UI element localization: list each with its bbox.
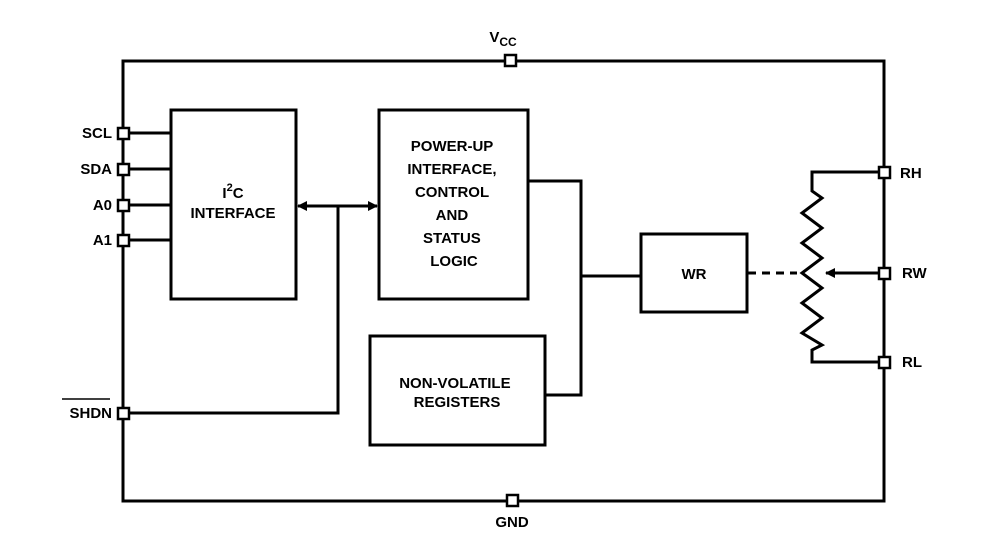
pin-a0	[116, 198, 131, 213]
pin-rh	[877, 165, 892, 180]
i2c-block-label-line2: INTERFACE	[190, 205, 275, 222]
pin-shdn	[116, 406, 131, 421]
pin-a1	[116, 233, 131, 248]
i2c-block-label-line1: I2C	[222, 182, 243, 202]
wire-control-nv	[528, 179, 583, 397]
wire-shdn	[123, 206, 340, 415]
nv-block-label: NON-VOLATILE REGISTERS	[399, 375, 515, 411]
wr-block	[639, 232, 749, 314]
pin-rw	[877, 266, 892, 281]
wr-block-label: WR	[682, 266, 707, 283]
label-sda: SDA	[80, 161, 112, 178]
chip-outline	[121, 59, 886, 503]
pin-vcc	[503, 53, 518, 68]
label-gnd: GND	[495, 514, 529, 531]
label-rw: RW	[902, 265, 928, 282]
label-scl: SCL	[82, 125, 112, 142]
i2c-interface-block	[169, 108, 298, 301]
control-logic-block	[377, 108, 530, 301]
label-rl: RL	[902, 354, 922, 371]
label-a1: A1	[93, 232, 112, 249]
control-block-label: POWER-UP INTERFACE, CONTROL AND STATUS L…	[407, 138, 500, 270]
potentiometer-resistor	[799, 170, 884, 364]
pin-sda	[116, 162, 131, 177]
pin-scl	[116, 126, 131, 141]
nonvolatile-registers-block	[368, 334, 547, 447]
label-vcc: VCC	[489, 29, 517, 49]
pin-rl	[877, 355, 892, 370]
label-a0: A0	[93, 197, 112, 214]
label-shdn: SHDN	[69, 405, 112, 422]
pin-gnd	[505, 493, 520, 508]
label-rh: RH	[900, 165, 922, 182]
